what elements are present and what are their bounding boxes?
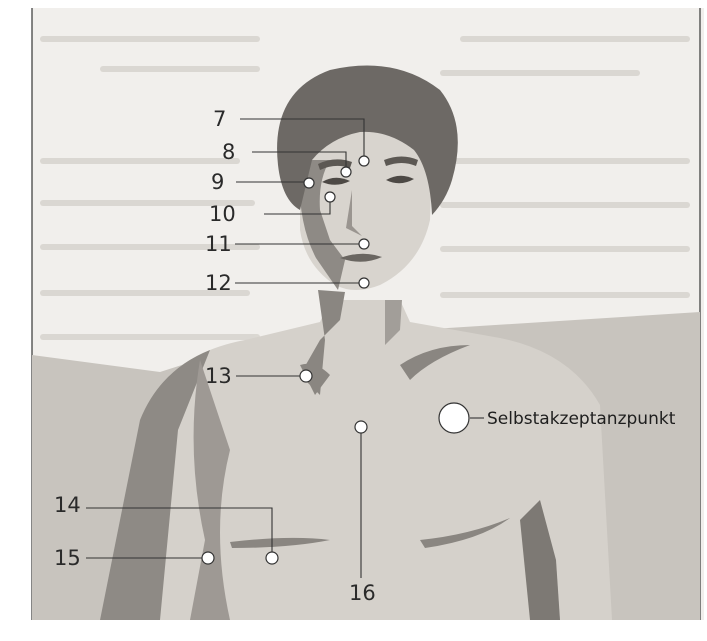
point-13-label: 13 — [205, 364, 232, 388]
point-8-label: 8 — [222, 140, 235, 164]
point-13-marker — [300, 370, 312, 382]
point-10-marker — [325, 192, 335, 202]
point-9-marker — [304, 178, 314, 188]
point-7-marker — [359, 156, 369, 166]
point-7-label: 7 — [213, 107, 226, 131]
self-acceptance-point-label: Selbstakzeptanzpunkt — [487, 409, 676, 429]
point-9-label: 9 — [211, 170, 224, 194]
point-15-label: 15 — [54, 546, 81, 570]
point-16-marker — [355, 421, 367, 433]
point-15-marker — [202, 552, 214, 564]
point-11-label: 11 — [205, 232, 232, 256]
point-14-marker — [266, 552, 278, 564]
point-12-marker — [359, 278, 369, 288]
point-12-label: 12 — [205, 271, 232, 295]
self-acceptance-point-marker — [439, 403, 469, 433]
point-11-marker — [359, 239, 369, 249]
point-10-label: 10 — [209, 202, 236, 226]
point-16-label: 16 — [349, 581, 376, 605]
point-8-marker — [341, 167, 351, 177]
point-14-label: 14 — [54, 493, 81, 517]
